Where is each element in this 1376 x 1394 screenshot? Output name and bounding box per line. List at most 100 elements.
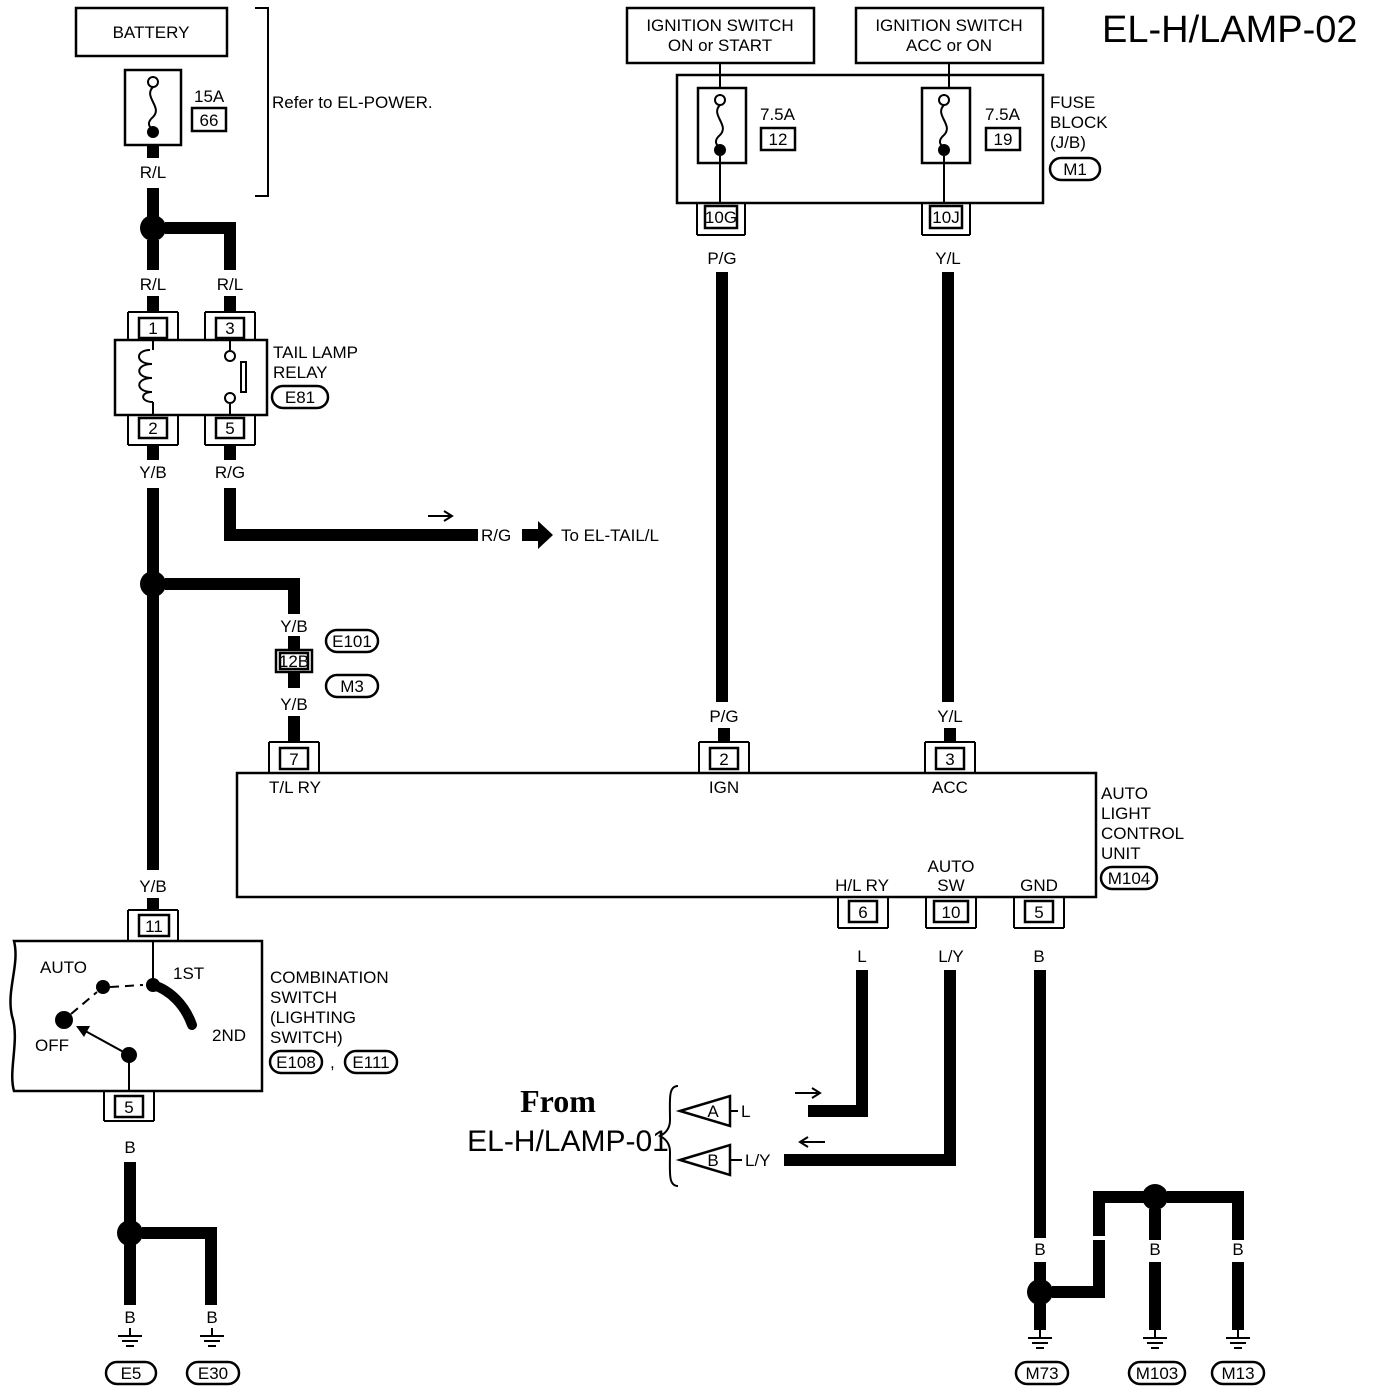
from-brace [657,1085,679,1187]
cu-pin-10-label-1: AUTO [928,857,975,876]
wire-label-pg-2: P/G [709,707,738,726]
cu-pin-7: 7 [289,750,298,769]
wire-label-b-gnd: B [1033,947,1044,966]
combo-conn-a-badge [268,1049,324,1075]
fuse-a-number: 12 [769,130,788,149]
wire-label-b-e30: B [206,1308,217,1327]
fuse-block-label-1: FUSE [1050,93,1095,112]
cu-pin-6-label: H/L RY [835,876,889,895]
splice-b-m73 [1027,1279,1053,1305]
combo-label-4: SWITCH) [270,1028,343,1047]
wire-label-rg-1: R/G [215,463,245,482]
wire-rg [224,488,478,541]
combo-pin-5: 5 [124,1098,133,1117]
cu-pin-7-label: T/L RY [269,778,321,797]
combo-pos-1st: 1ST [173,964,204,983]
fuse-block-label-2: BLOCK [1050,113,1108,132]
combo-pos-off: OFF [35,1036,69,1055]
wire-label-l-2: L [741,1102,750,1121]
to-tail-label: To EL-TAIL/L [561,526,659,545]
splice-b-left [117,1220,143,1246]
wire-label-yb-1: Y/B [139,463,166,482]
combo-label-2: SWITCH [270,988,337,1007]
auto-light-control-unit: 7 T/L RY 2 IGN 3 ACC H/L RY 6 AUTO SW 10… [235,741,1098,929]
cu-pin-6: 6 [858,903,867,922]
ground-e5: E5 [121,1364,142,1383]
battery-fuse: 15A 66 [123,68,228,147]
ground-m103-symbol: M103 [1127,1330,1187,1386]
terminal-10g-label: 10G [705,208,737,227]
battery: BATTERY [74,6,229,58]
flow-arrow-l [795,1087,822,1099]
combo-pos-2nd: 2ND [212,1026,246,1045]
wire-label-b-3: B [1093,1240,1104,1259]
from-label-1: From [520,1083,596,1119]
cu-label-4: UNIT [1101,844,1141,863]
joint-connector-12b: 12B [274,636,314,688]
wire-label-rl-1: R/L [140,163,166,182]
ground-m73-symbol: M73 [1014,1330,1070,1386]
ign-on-start-line2: ON or START [668,36,772,55]
battery-label: BATTERY [113,23,190,42]
combo-conn-b: E111 [352,1053,389,1072]
fuse-block: 7.5A 12 7.5A 19 [675,63,1045,205]
wire-label-b-4: B [1149,1240,1160,1259]
from-connector-a: A [675,1094,738,1128]
wire-label-yb-4: Y/B [139,877,166,896]
wire-label-yl-2: Y/L [937,707,963,726]
cu-pin-5-label: GND [1020,876,1058,895]
terminal-10g: 10G [696,203,746,236]
wire-label-ly-2: L/Y [745,1151,771,1170]
terminal-10j: 10J [921,203,971,236]
relay-pin-5: 5 [225,419,234,438]
wire-label-ly-1: L/Y [938,947,964,966]
ground-m103: M103 [1136,1364,1179,1383]
cu-pin-3: 3 [945,750,954,769]
diagram-title: EL-H/LAMP-02 [1102,9,1358,51]
joint-conn-top: E101 [332,632,372,651]
cu-label-3: CONTROL [1101,824,1184,843]
ignition-switch-acc-on: IGNITION SWITCH ACC or ON [854,6,1045,65]
combo-label-3: (LIGHTING [270,1008,356,1027]
cu-pin-10-label-2: SW [937,876,964,895]
fuse-b-number: 19 [994,130,1013,149]
wire-l [808,970,868,1117]
wire-label-yl-1: Y/L [935,249,961,268]
ign-on-start-line1: IGNITION SWITCH [646,16,793,35]
fuse-block-connector-badge [1048,156,1102,182]
wire-label-b-e5: B [124,1308,135,1327]
cu-pin-2-label: IGN [709,778,739,797]
wire-label-rl-2: R/L [140,275,166,294]
battery-fuse-rating: 15A [194,87,225,106]
cu-label-2: LIGHT [1101,804,1151,823]
fuse-a-rating: 7.5A [760,105,796,124]
combo-label-1: COMBINATION [270,968,389,987]
relay-pin-2: 2 [148,419,157,438]
wire-yb-branch [165,578,300,614]
ref-bracket [255,7,269,197]
wire-label-l-1: L [857,947,866,966]
relay-connector: E81 [285,388,315,407]
ignition-switch-on-start: IGNITION SWITCH ON or START [625,6,816,65]
wire-label-b-5: B [1232,1240,1243,1259]
ground-m73: M73 [1025,1364,1058,1383]
joint-conn-top-badge [324,628,380,654]
wire-label-b-2: B [1034,1240,1045,1259]
ground-e30-symbol: E30 [185,1328,241,1386]
from-connector-b: B [675,1143,742,1177]
ground-m13: M13 [1221,1364,1254,1383]
splice-b-right [1142,1184,1168,1210]
tail-lamp-relay: 1 3 2 5 [113,311,269,446]
joint-pin: 12B [279,652,309,671]
joint-conn-bottom-badge [324,673,380,699]
cu-label-1: AUTO [1101,784,1148,803]
fuse-b-rating: 7.5A [985,105,1021,124]
cu-pin-5: 5 [1034,903,1043,922]
fuse-block-connector: M1 [1063,160,1087,179]
cu-pin-2: 2 [719,750,728,769]
combo-pin-11: 11 [145,917,163,936]
cu-connector: M104 [1108,869,1151,888]
wire-label-yb-2: Y/B [280,617,307,636]
combo-conn-sep: , [330,1053,335,1072]
